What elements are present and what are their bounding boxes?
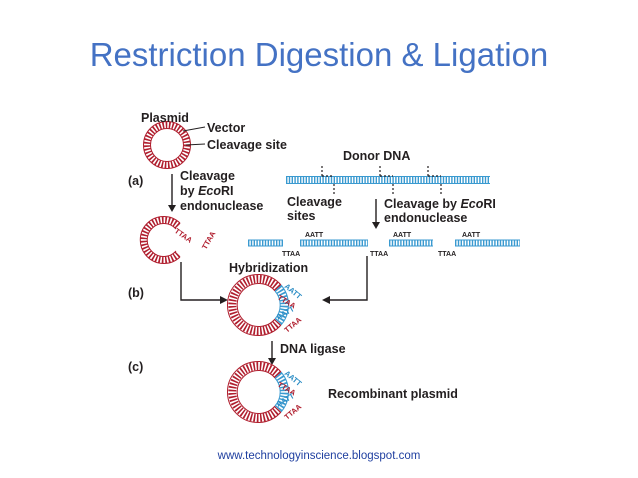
donor-cleavage-line1: Cleavage by EcoRI	[384, 197, 496, 211]
cut-plasmid	[139, 216, 181, 264]
hybrid-arrow-left	[180, 262, 222, 301]
cleavage-label-line2: by EcoRI	[180, 184, 234, 198]
dna-ligase-label: DNA ligase	[280, 342, 346, 356]
hybrid-arrow-left-head	[220, 296, 228, 304]
step-marker-b: (b)	[128, 286, 144, 300]
vector-label: Vector	[207, 121, 245, 135]
fragment-aatt-2: AATT	[393, 232, 412, 239]
hybrid-plasmid	[227, 274, 289, 336]
vector-pointer	[182, 126, 206, 132]
donor-dna-label: Donor DNA	[343, 149, 410, 163]
hybrid-arrow-right-head	[322, 296, 330, 304]
cleavage-sites-line1: Cleavage	[287, 195, 342, 209]
donor-cleavage-sites	[321, 166, 442, 194]
cut-plasmid-sticky-end-top: TTAA	[173, 226, 195, 245]
recombinant-plasmid	[227, 361, 289, 423]
ligase-arrow-head	[268, 358, 276, 365]
cleavage-arrow-left-head	[168, 205, 176, 212]
cleavage-site-pointer	[185, 143, 206, 146]
cleavage-label-line3: endonuclease	[180, 199, 263, 213]
hybrid-arrow-right	[328, 256, 368, 301]
fragment-ttaa-1: TTAA	[282, 251, 300, 258]
slide-title: Restriction Digestion & Ligation	[89, 36, 549, 73]
fragment-aatt-3: AATT	[462, 232, 481, 239]
cleavage-site-label: Cleavage site	[207, 138, 287, 152]
cleavage-sites-line2: sites	[287, 209, 316, 223]
step-marker-c: (c)	[128, 360, 143, 374]
plasmid-label: Plasmid	[141, 111, 189, 125]
cut-plasmid-sticky-end-bottom: TTAA	[200, 229, 218, 251]
fragment-ttaa-2: TTAA	[370, 251, 388, 258]
fragment-aatt-1: AATT	[305, 232, 324, 239]
hybridization-label: Hybridization	[229, 261, 308, 275]
fragment-ttaa-3: TTAA	[438, 251, 456, 258]
cleavage-arrow-right-head	[372, 222, 380, 229]
donor-fragments	[248, 239, 520, 247]
donor-dna-strand	[286, 176, 490, 184]
recombinant-plasmid-label: Recombinant plasmid	[328, 387, 458, 401]
footer-url: www.technologyinscience.blogspot.com	[217, 450, 421, 462]
plasmid-circle	[143, 121, 191, 169]
step-marker-a: (a)	[128, 174, 143, 188]
cleavage-label-line1: Cleavage	[180, 169, 235, 183]
donor-cleavage-line2: endonuclease	[384, 211, 467, 225]
